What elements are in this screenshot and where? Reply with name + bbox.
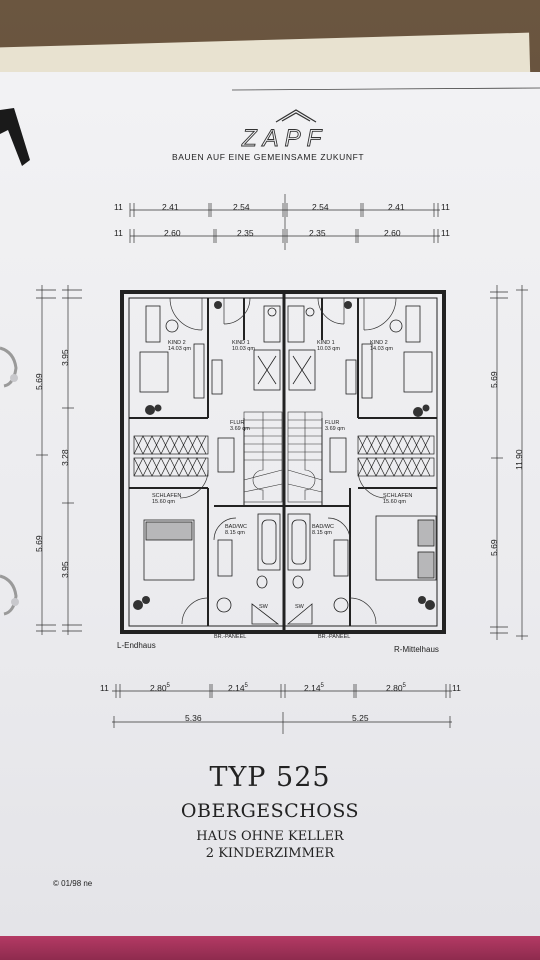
copyright-note: © 01/98 ne bbox=[53, 879, 93, 888]
right-dimension-lines bbox=[490, 285, 528, 640]
dim-tick: 11 bbox=[441, 228, 450, 238]
wardrobes bbox=[133, 435, 435, 477]
sw-label-left: SW bbox=[259, 604, 268, 610]
dim-bottom2-b: 5.25 bbox=[352, 713, 369, 723]
panel-label-left: BR.-PANEEL bbox=[214, 634, 247, 640]
dim-bottom2-a: 5.36 bbox=[185, 713, 202, 723]
dim-top1-c: 2.54 bbox=[312, 202, 329, 212]
dim-right-inner-b: 5.69 bbox=[489, 539, 499, 556]
panel-label-right: BR.-PANEEL bbox=[318, 634, 351, 640]
binder-rings bbox=[0, 346, 19, 616]
brand-slogan: BAUEN AUF EINE GEMEINSAME ZUKUNFT bbox=[172, 152, 365, 162]
dim-top2-b: 2.35 bbox=[237, 228, 254, 238]
plan-type-title: TYP 525 bbox=[209, 762, 331, 793]
bottom-dimension-lines bbox=[112, 684, 452, 734]
dim-left-inner-b: 3.28 bbox=[60, 449, 70, 466]
building-walls bbox=[120, 290, 446, 634]
dim-left-outer-b: 5.69 bbox=[34, 535, 44, 552]
left-dimension-lines bbox=[36, 285, 82, 635]
dim-top1-a: 2.41 bbox=[162, 202, 179, 212]
dim-bottom1-d: 2.805 bbox=[386, 683, 406, 693]
dim-top2-c: 2.35 bbox=[309, 228, 326, 238]
house-left-label: L-Endhaus bbox=[117, 641, 156, 650]
furniture bbox=[139, 305, 437, 625]
dim-tick: 11 bbox=[114, 202, 123, 212]
dim-bottom1-c: 2.145 bbox=[304, 683, 324, 693]
door-swings bbox=[169, 297, 397, 625]
top-dimension-lines bbox=[129, 194, 440, 250]
dim-tick: 11 bbox=[441, 202, 450, 212]
dim-bottom1-b: 2.145 bbox=[228, 683, 248, 693]
sw-label-right: SW bbox=[295, 604, 304, 610]
plan-subtitle-2: 2 KINDERZIMMER bbox=[205, 846, 335, 861]
floor-name: OBERGESCHOSS bbox=[180, 800, 360, 822]
dim-left-inner-c: 3.95 bbox=[60, 561, 70, 578]
dim-left-outer-a: 5.69 bbox=[34, 373, 44, 390]
dim-tick: 11 bbox=[452, 683, 461, 693]
plants bbox=[133, 301, 435, 610]
zapf-logo: ZAPF bbox=[241, 109, 327, 152]
dim-bottom1-a: 2.805 bbox=[150, 683, 170, 693]
staircases bbox=[243, 411, 323, 503]
dim-top2-a: 2.60 bbox=[164, 228, 181, 238]
dim-top1-d: 2.41 bbox=[388, 202, 405, 212]
plan-subtitle-1: HAUS OHNE KELLER bbox=[196, 829, 344, 844]
dim-right-inner-a: 5.69 bbox=[489, 371, 499, 388]
house-right-label: R-Mittelhaus bbox=[394, 645, 439, 654]
dim-top2-d: 2.60 bbox=[384, 228, 401, 238]
binder-clip bbox=[0, 108, 30, 166]
fabric-edge bbox=[0, 936, 540, 960]
dim-left-inner-a: 3.95 bbox=[60, 349, 70, 366]
dim-top1-b: 2.54 bbox=[233, 202, 250, 212]
svg-text:ZAPF: ZAPF bbox=[241, 125, 327, 152]
dim-tick: 11 bbox=[100, 683, 109, 693]
dim-tick: 11 bbox=[114, 228, 123, 238]
dim-right-outer: 11.90 bbox=[514, 449, 524, 470]
